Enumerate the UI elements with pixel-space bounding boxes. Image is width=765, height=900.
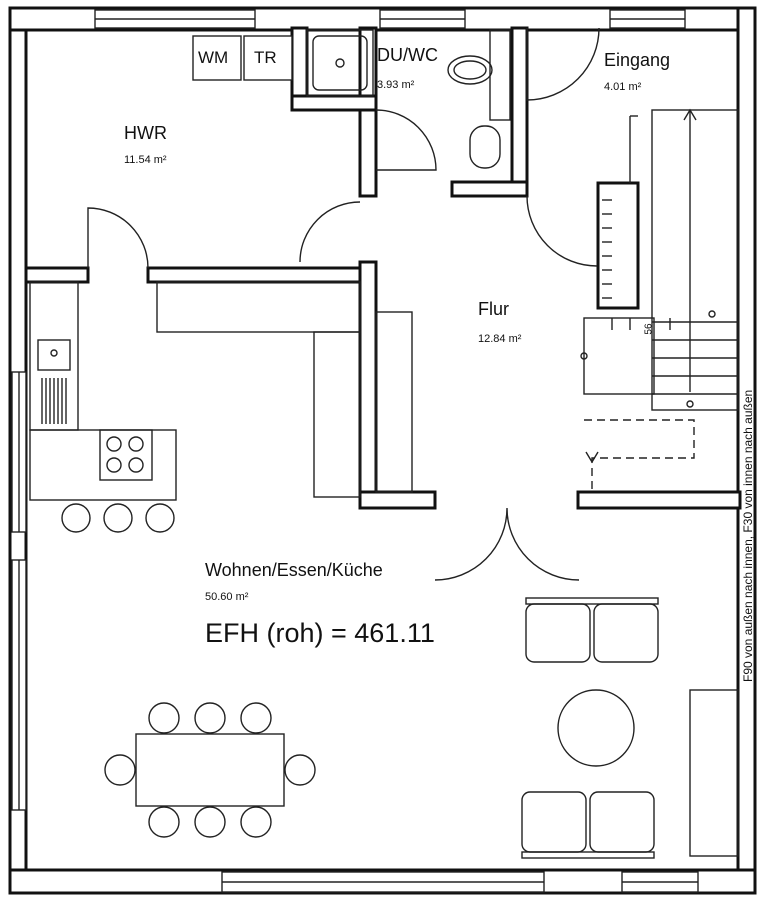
room-name-wohnen: Wohnen/Essen/Küche [205,560,383,580]
sofa-top-back [525,597,659,605]
sink-icon [37,339,71,371]
sofa-bottom-back [521,851,655,859]
wall-hwr-south-left [24,266,90,284]
chair [104,754,136,786]
wall-wc-east [510,26,529,198]
wall-flur-west [358,260,378,509]
windows [11,9,699,893]
door-entrance [526,27,600,101]
shower-tray [306,29,374,97]
room-area-eingang: 4.01 m² [604,81,642,93]
washbasin [447,55,493,85]
chair [284,754,316,786]
door-hwr [87,207,149,269]
interior-walls [24,26,742,510]
fire-rating-note: F90 von außen nach innen, F30 von innen … [741,389,755,682]
coffee-table [557,689,635,767]
room-area-wohnen: 50.60 m² [205,591,249,603]
efh-elevation-label: EFH (roh) = 461.11 [205,618,435,648]
room-area-hwr: 11.54 m² [124,154,167,166]
chair [148,806,180,838]
wall-hwr-east [358,26,378,198]
chair [194,806,226,838]
stair-overhead-dashed [584,419,695,492]
dryer-label: TR [254,48,277,67]
kitchen-island [29,429,177,501]
kitchen [29,281,177,533]
wall-stair-pillar [596,181,640,310]
room-name-hwr: HWR [124,123,167,143]
chair [194,702,226,734]
sofa-top-left [525,603,591,663]
door-flur-swing [526,195,598,267]
sofa-bottom-left [521,791,587,853]
wall-shower-south [290,94,378,112]
stool [61,503,91,533]
dryer-box [243,35,293,81]
wall-wc-south [450,180,529,198]
toilet [469,125,501,169]
room-area-du-wc: 3.93 m² [377,79,415,91]
door-double-living [434,507,580,581]
stool [145,503,175,533]
drain-board [41,378,67,424]
room-name-eingang: Eingang [604,50,671,70]
door-wc [375,109,437,171]
chair [148,702,180,734]
doors [87,27,600,581]
door-flur-hwr [299,201,361,263]
sofa-bottom-right [589,791,655,853]
room-area-flur: 12.84 m² [478,333,522,345]
room-name-du-wc: DU/WC [377,45,438,65]
sofa-top-right [593,603,659,663]
wall-hwr-south-right [146,266,368,284]
wall-flur-south-right [576,490,742,510]
dining-table [135,733,285,807]
chair [240,806,272,838]
washer-label: WM [198,48,229,67]
cabinets [156,281,413,498]
stair-mark: 56 [643,323,655,335]
washer-box [192,35,242,81]
living-furniture [521,597,739,859]
cooktop-icon [99,429,153,481]
staircase [580,108,739,492]
chair [240,702,272,734]
exterior-walls [8,6,757,895]
room-name-flur: Flur [478,299,509,319]
dining-set [104,702,316,838]
wall-flur-south-left [358,490,437,510]
sideboard [689,689,739,857]
bath-fixtures [306,29,511,169]
stool [103,503,133,533]
